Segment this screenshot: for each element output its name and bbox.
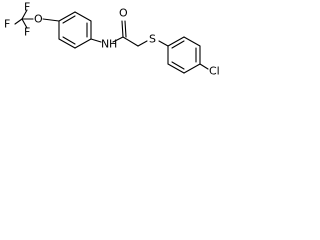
fluorine-label-2: F: [24, 1, 30, 14]
ether-oxygen-label: O: [34, 13, 43, 26]
sulfur-label: S: [149, 33, 156, 46]
left-benzene-ring: [58, 11, 92, 49]
methylene-to-sulfur-bond: [137, 40, 148, 47]
fluorine-label-1: F: [4, 18, 10, 31]
atom-labels: F F F O N H O S Cl: [4, 1, 220, 78]
carbonyl-oxygen-label: O: [119, 7, 128, 20]
chlorine-label: Cl: [209, 65, 220, 78]
amide-nitrogen-label: N: [101, 38, 109, 51]
ring-to-chlorine-bond: [199, 63, 209, 70]
trifluoromethyl-bonds: [14, 9, 34, 29]
right-benzene-ring: [167, 36, 201, 74]
molecule-structure: F F F O N H O S Cl: [4, 1, 220, 78]
ring-to-amide-nitrogen-bond: [90, 38, 102, 43]
amide-bond: [112, 36, 124, 43]
sulfur-to-ring-bond: [158, 40, 169, 47]
amide-hydrogen-label: H: [109, 38, 117, 51]
carbonyl-to-methylene-bond: [122, 36, 139, 47]
fluorine-label-3: F: [24, 26, 30, 39]
carbonyl-double-bond: [121, 20, 127, 38]
ether-to-ring-bond: [42, 18, 60, 22]
